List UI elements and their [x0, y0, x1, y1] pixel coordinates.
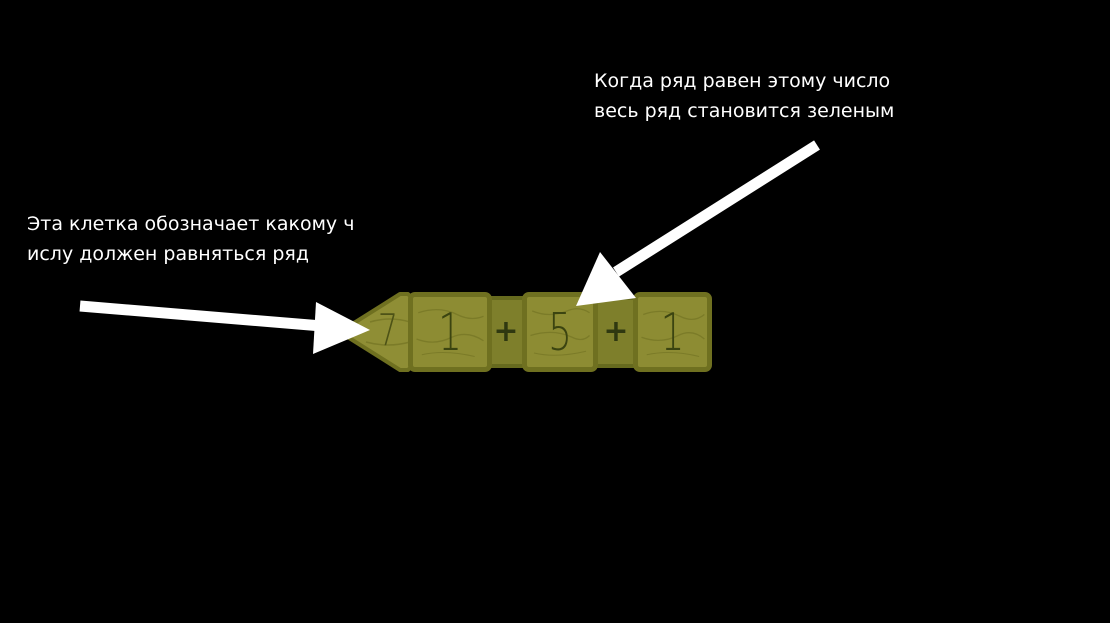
wood-grain	[641, 310, 705, 358]
equal-explanation-line-2: весь ряд становится зеленым	[594, 100, 895, 122]
target-explanation-line-2: ислу должен равняться ряд	[27, 243, 309, 265]
plus-operator: +	[603, 314, 629, 349]
target-cell[interactable]: 7	[340, 292, 416, 372]
target-value: 7	[377, 305, 399, 356]
equal-explanation-line-1: Когда ряд равен этому число	[594, 70, 891, 92]
equal-explanation-note: Когда ряд равен этому число весь ряд ста…	[594, 66, 894, 126]
wood-grain	[530, 308, 590, 356]
wood-grain	[416, 309, 484, 358]
plus-operator: +	[493, 314, 519, 349]
number-cell-value: 5	[548, 303, 572, 363]
target-explanation-line-1: Эта клетка обозначает какому ч	[27, 213, 355, 235]
number-cell[interactable]: 5	[522, 292, 598, 372]
number-cell-value: 1	[660, 303, 685, 363]
target-explanation-note: Эта клетка обозначает какому ч ислу долж…	[27, 209, 354, 269]
number-cell[interactable]: 1	[408, 292, 492, 372]
number-cell-value: 1	[438, 303, 462, 363]
number-cell[interactable]: 1	[633, 292, 712, 372]
